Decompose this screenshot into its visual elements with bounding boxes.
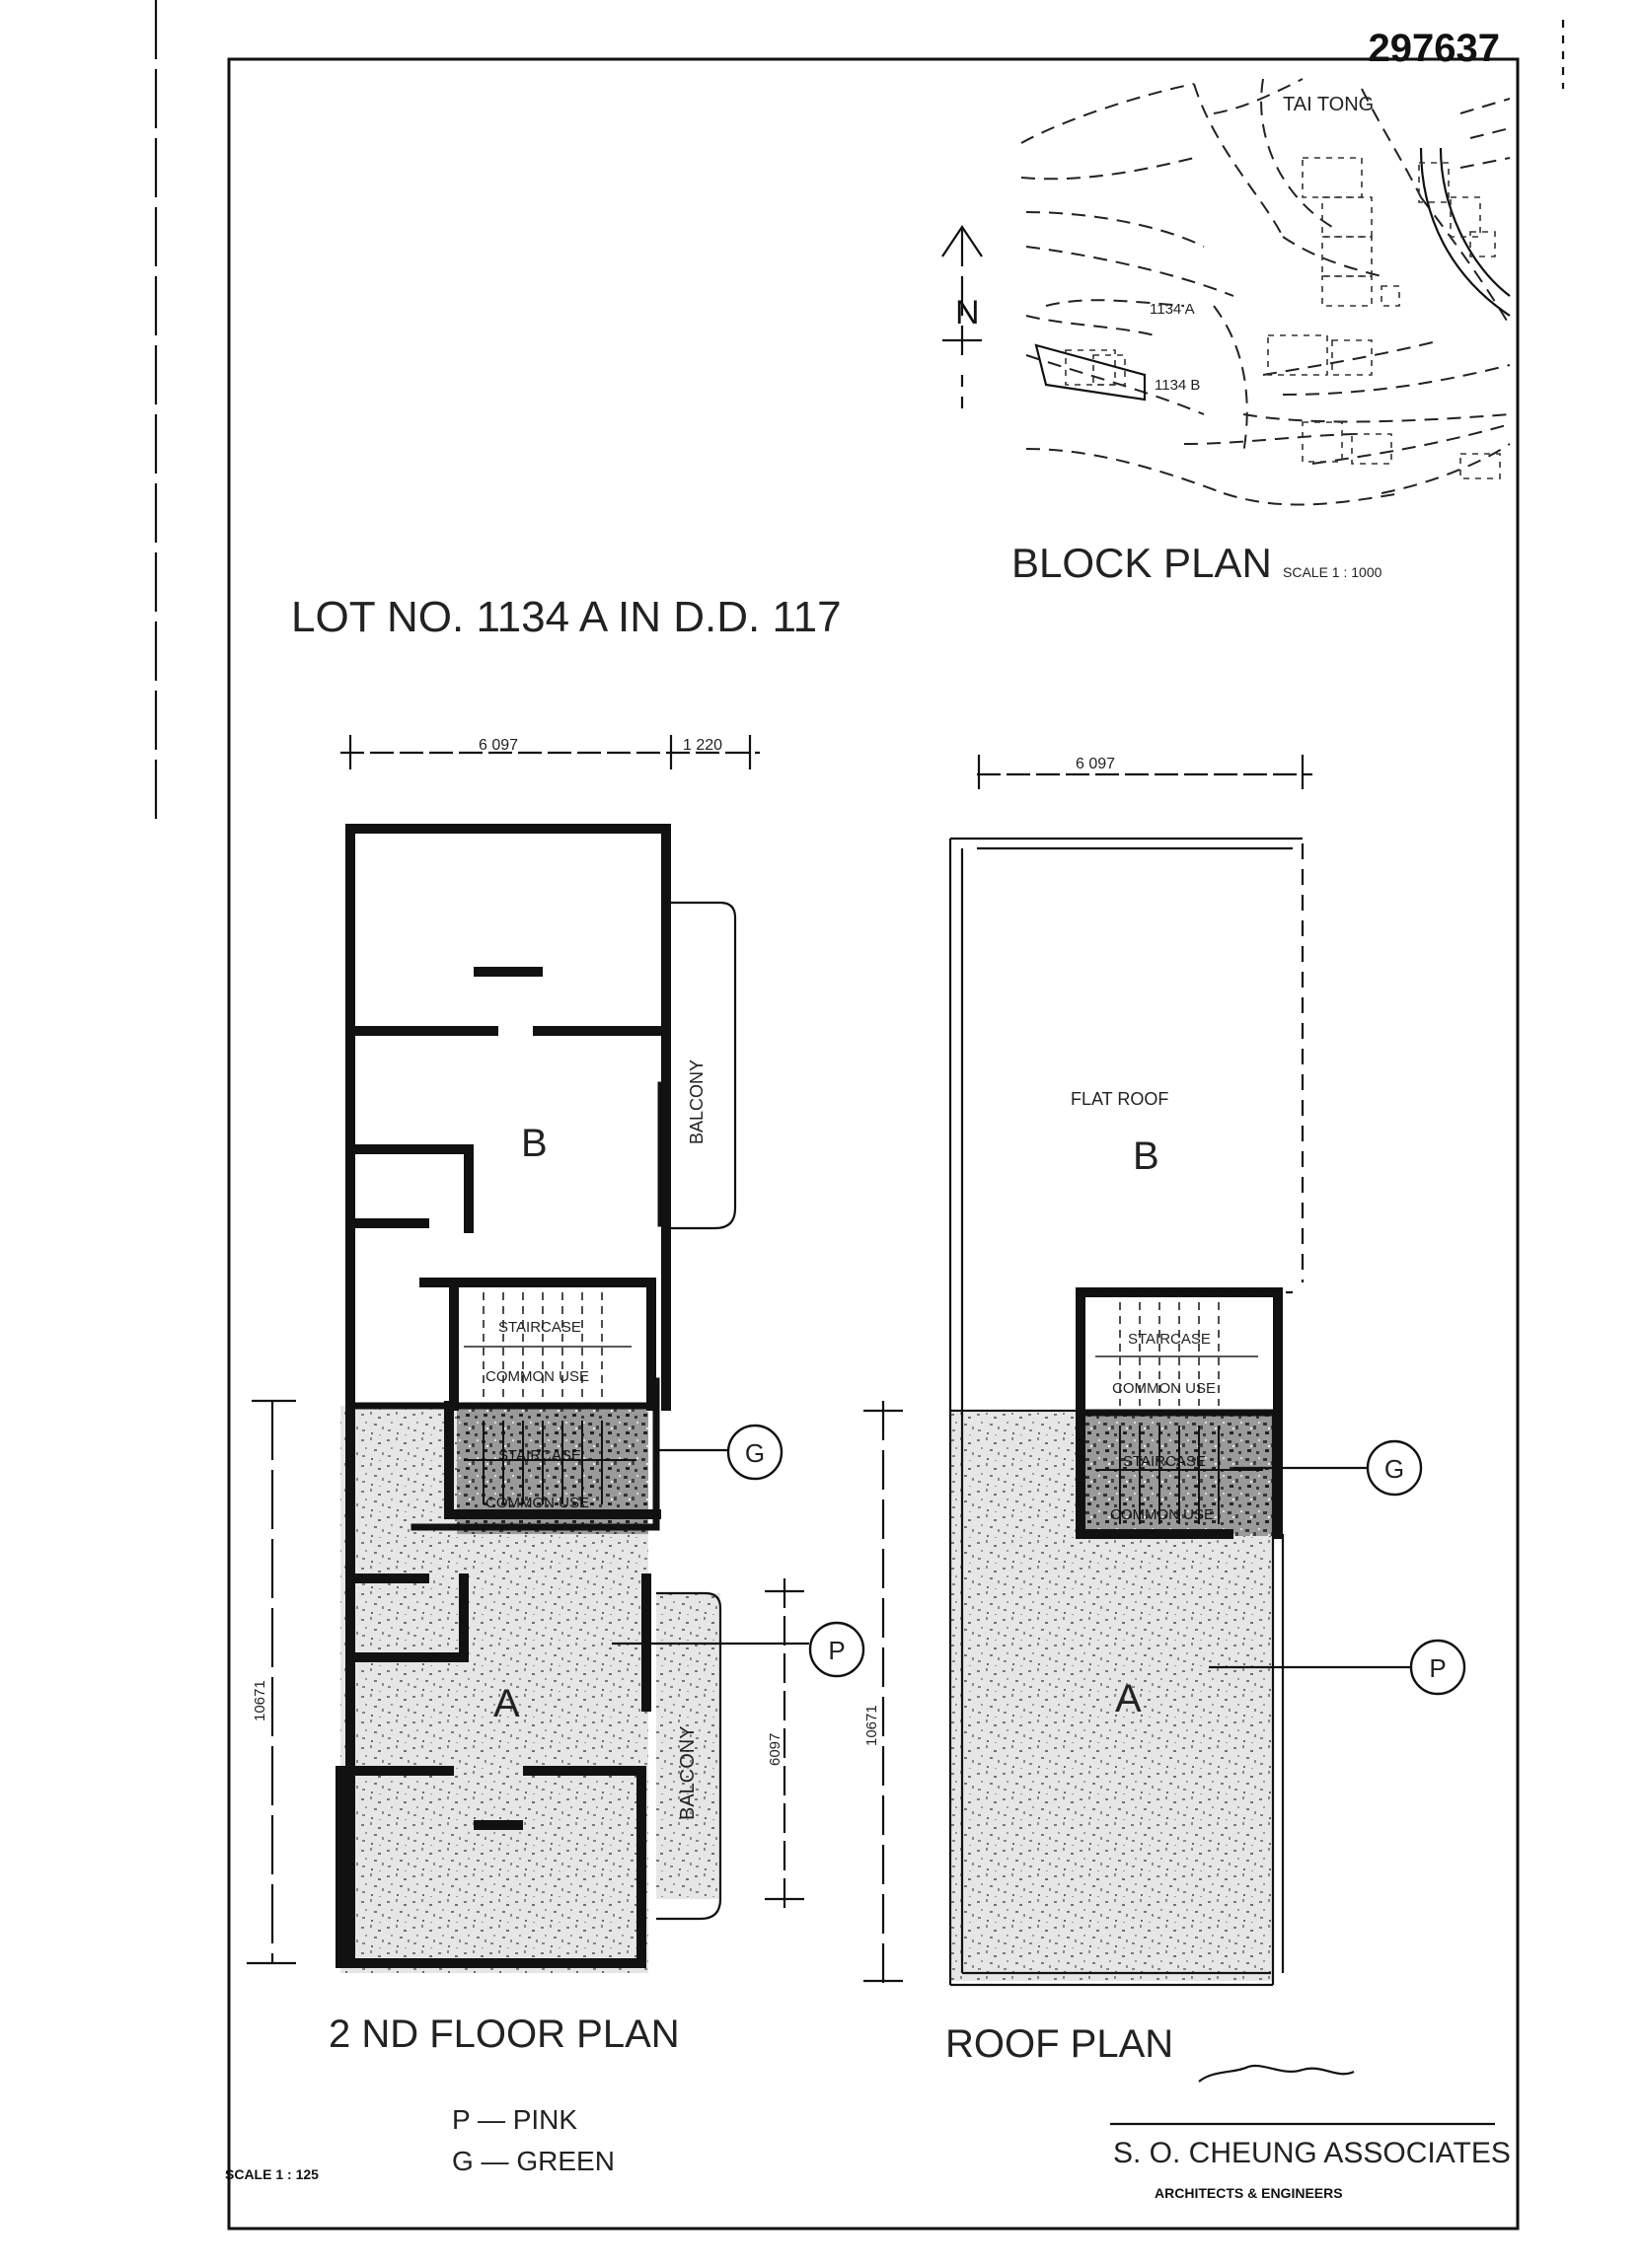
legend-green: G — GREEN (452, 2146, 615, 2176)
second-floor-dim-a: 6097 (767, 1733, 784, 1766)
second-floor-balcony-upper: BALCONY (687, 1060, 707, 1144)
second-floor-dim-width: 6 097 (479, 737, 518, 754)
pink-marker (808, 1621, 865, 1678)
block-plan-title: BLOCK PLAN (1011, 540, 1272, 586)
second-floor-balcony-lower: BALCONY (677, 1725, 699, 1820)
second-floor-title: 2 ND FLOOR PLAN (329, 2012, 680, 2056)
second-floor-unit-b: B (521, 1122, 548, 1165)
second-floor-staircase-lower: STAIRCASE (498, 1447, 581, 1464)
legend-pink: P — PINK (452, 2104, 577, 2135)
second-floor-dim-depth: 10671 (252, 1680, 268, 1721)
roof-common-use-upper: COMMON USE (1112, 1380, 1216, 1397)
green-marker (726, 1424, 784, 1481)
roof-common-use-lower: COMMON USE (1110, 1506, 1214, 1523)
pink-marker-label: P (828, 1636, 845, 1665)
roof-unit-b: B (1133, 1134, 1159, 1178)
second-floor-dim-balcony: 1 220 (683, 737, 722, 754)
second-floor-staircase-upper: STAIRCASE (498, 1319, 581, 1336)
roof-dim-depth: 10671 (863, 1705, 880, 1746)
second-floor-plan: 6 097 1 220 (247, 735, 903, 1988)
village-label: TAI TONG (1283, 94, 1374, 115)
north-arrow-icon (941, 225, 983, 414)
roof-green-marker (1366, 1439, 1423, 1497)
roof-dim-width: 6 097 (1076, 756, 1115, 772)
second-floor-unit-a: A (493, 1682, 520, 1725)
roof-plan-title: ROOF PLAN (945, 2022, 1173, 2066)
green-marker-label: G (745, 1438, 765, 1468)
signature-mark (1198, 2064, 1355, 2083)
roof-staircase-upper: STAIRCASE (1128, 1331, 1211, 1348)
roof-staircase-lower: STAIRCASE (1123, 1453, 1206, 1470)
drawing-number: 297637 (1369, 27, 1500, 70)
roof-pink-marker (1409, 1639, 1466, 1696)
scale-note: SCALE 1 : 125 (225, 2166, 319, 2182)
firm-name: S. O. CHEUNG ASSOCIATES (1113, 2137, 1511, 2169)
lot-1134a-label: 1134 A (1150, 301, 1195, 318)
roof-unit-a: A (1115, 1677, 1142, 1720)
lot-1134b-label: 1134 B (1155, 377, 1200, 394)
block-plan-scale: SCALE 1 : 1000 (1283, 564, 1382, 580)
roof-pink-marker-label: P (1429, 1653, 1446, 1683)
roof-flat-roof-label: FLAT ROOF (1071, 1089, 1168, 1109)
lot-title: LOT NO. 1134 A IN D.D. 117 (291, 593, 842, 641)
drawing-frame (227, 57, 1520, 2231)
second-floor-common-use-upper: COMMON USE (485, 1368, 589, 1385)
firm-subtitle: ARCHITECTS & ENGINEERS (1155, 2185, 1343, 2201)
second-floor-common-use-lower: COMMON USE (485, 1495, 589, 1511)
north-label: N (955, 294, 980, 331)
roof-plan: 6 097 (948, 755, 1413, 1987)
block-plan: 1134 A 1134 B TAI TONG N (941, 78, 1511, 506)
roof-green-marker-label: G (1384, 1454, 1404, 1484)
